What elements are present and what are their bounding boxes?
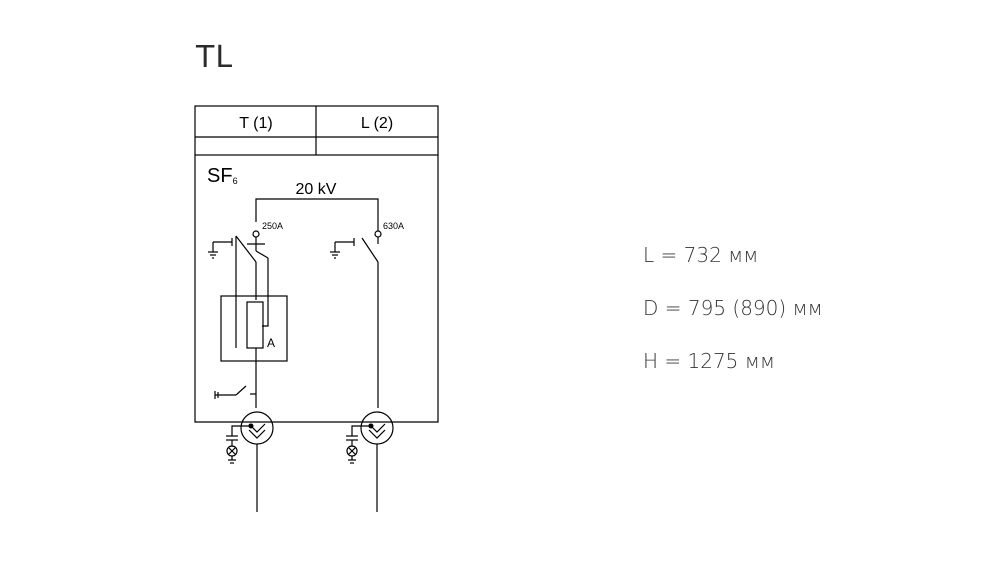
busbar [255,198,379,222]
fuse-label: A [267,336,275,350]
left-cable-terminal [240,411,274,445]
dimensions-list: L = 732 мм D = 795 (890) мм H = 1275 мм [643,240,823,399]
page-title: TL [196,40,234,75]
dimension-height: H = 1275 мм [643,349,775,373]
fuse-housing [220,295,288,362]
dimension-length: L = 732 мм [643,243,759,267]
voltage-label: 20 kV [296,181,337,198]
left-switch-rating: 250A [262,221,283,231]
switchgear-enclosure [194,155,439,423]
right-cable-terminal [360,411,394,445]
column-header-l: L (2) [361,115,393,132]
column-header-t: T (1) [239,115,272,132]
fuse-element [246,301,264,349]
gas-label: SF6 [207,165,238,187]
left-contact-circle [252,230,260,238]
right-contact-circle [374,230,382,238]
right-switch-rating: 630A [383,221,404,231]
dimension-depth: D = 795 (890) мм [643,296,823,320]
